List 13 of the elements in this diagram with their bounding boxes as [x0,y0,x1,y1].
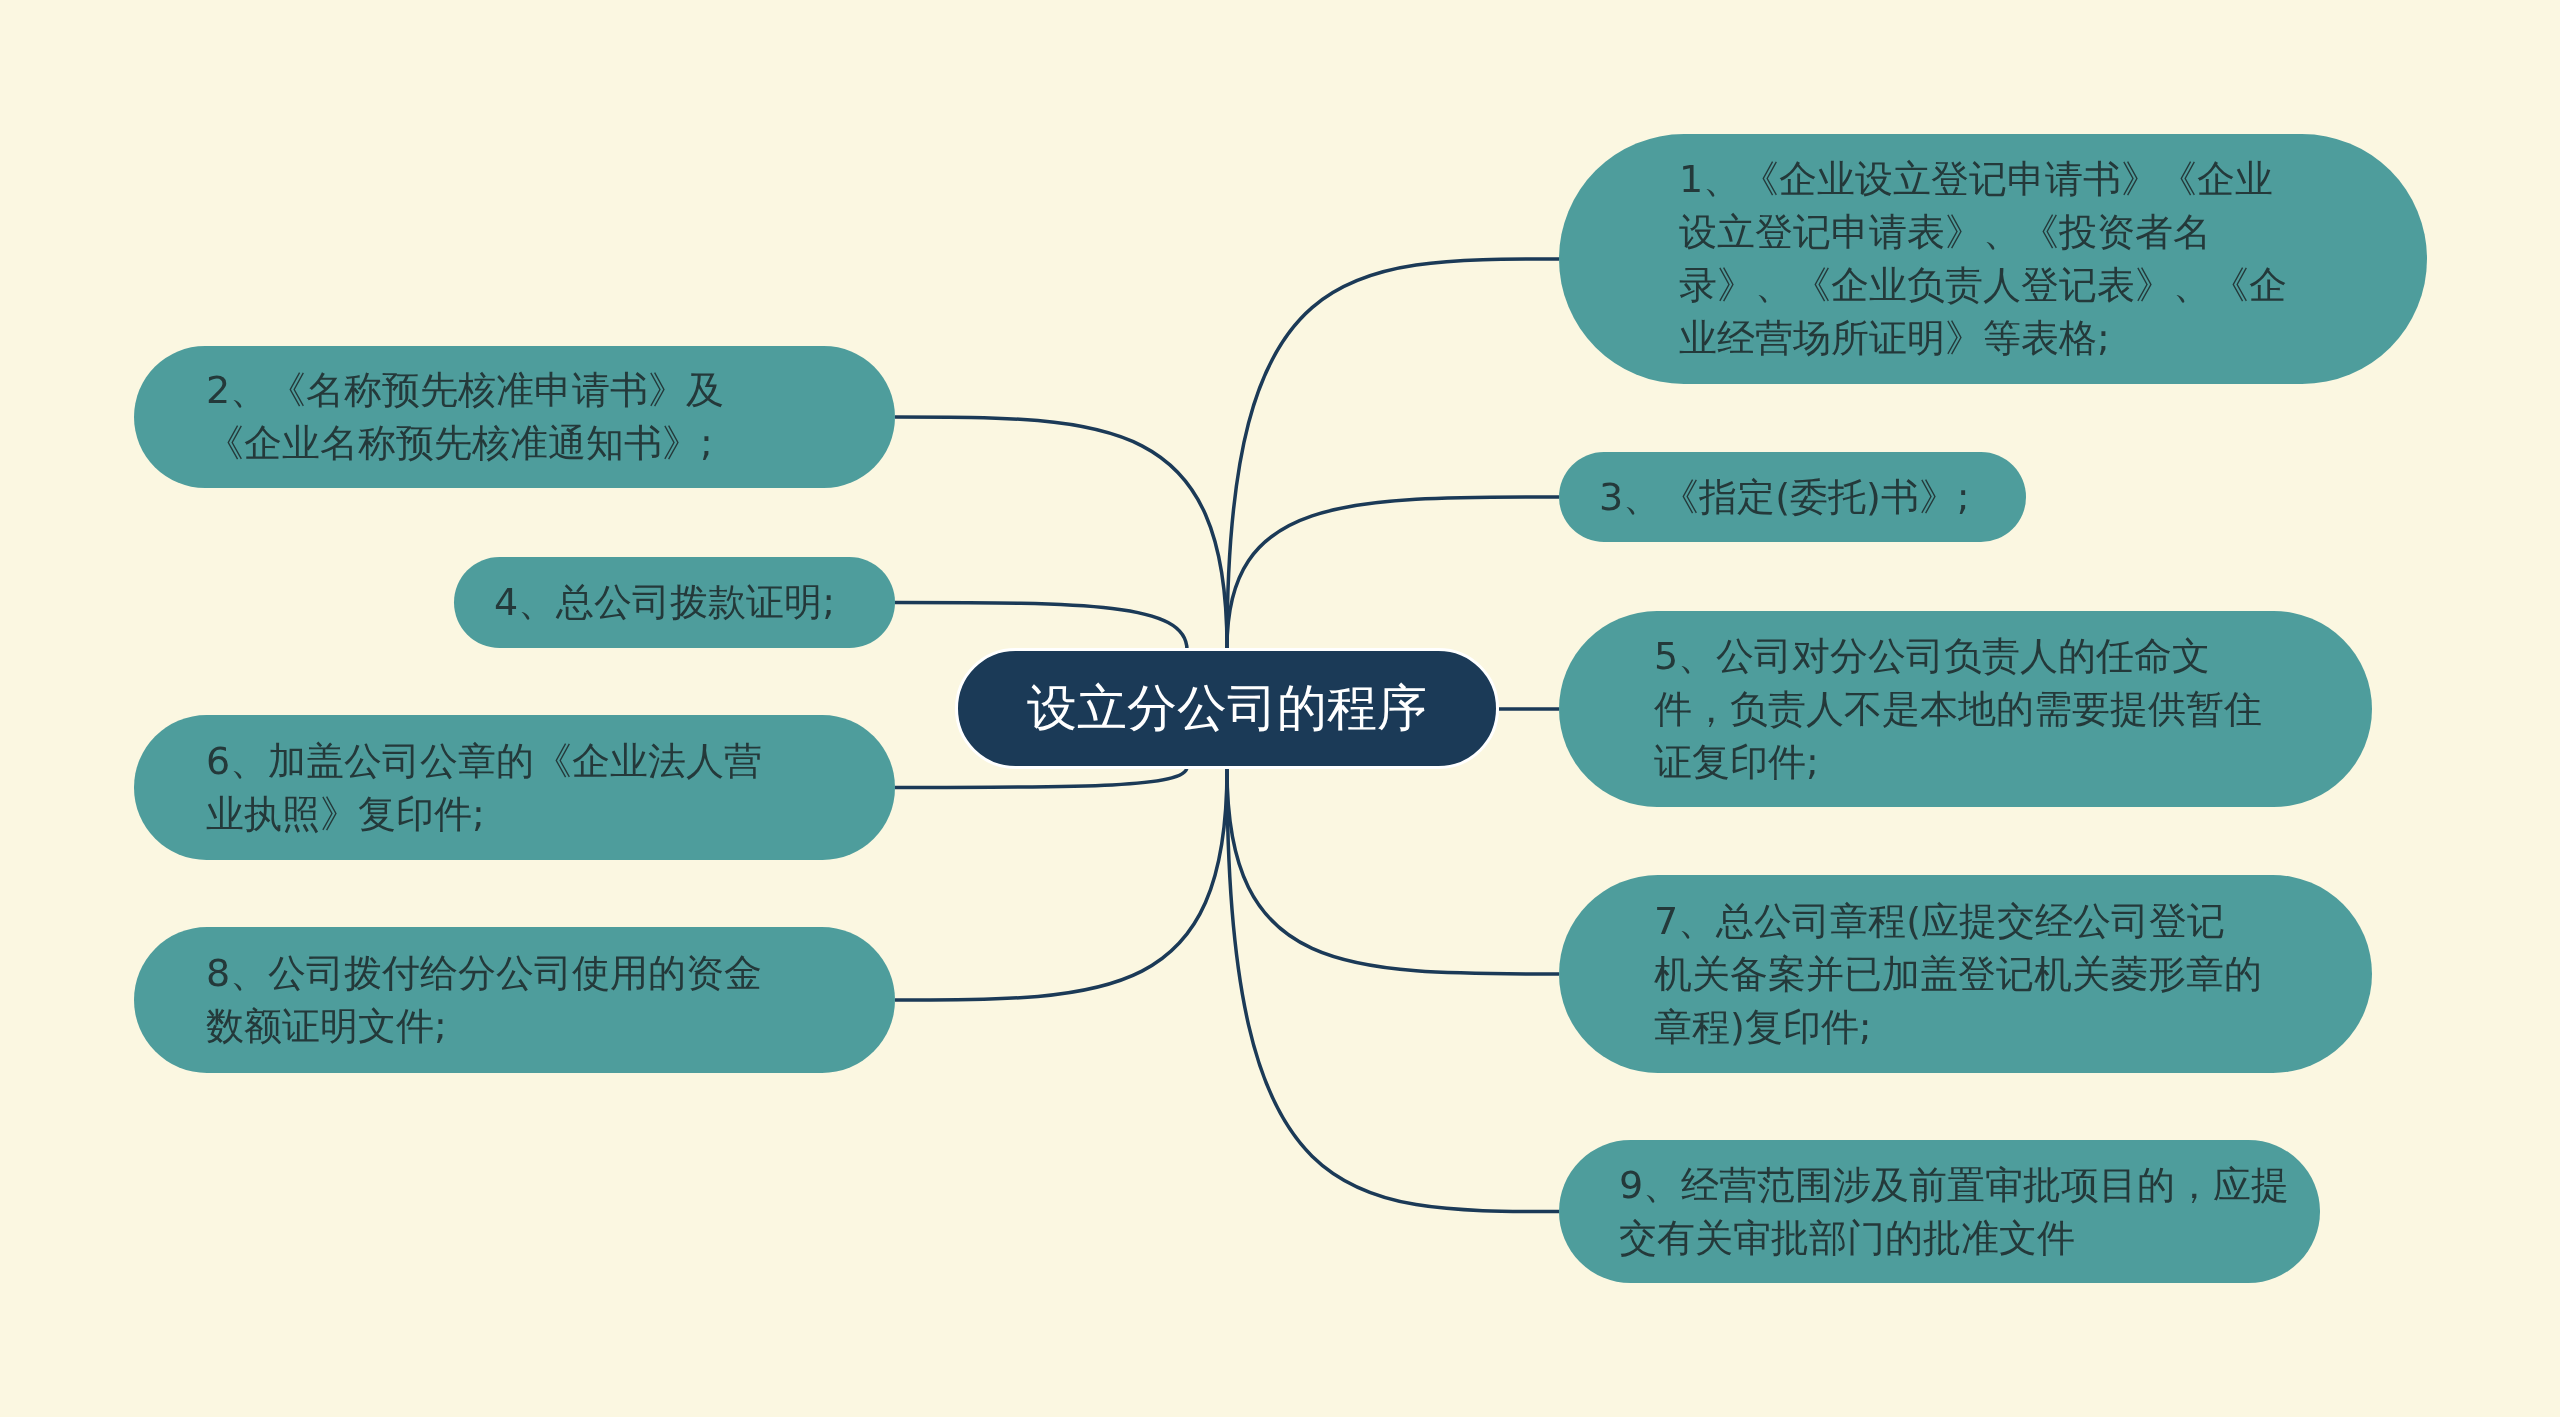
topic-box: 3、《指定(委托)书》; [1559,452,2026,542]
topic-box: 2、《名称预先核准申请书》及《企业名称预先核准通知书》; [134,346,895,488]
topic-box: 4、总公司拨款证明; [454,557,895,648]
topic-box: 6、加盖公司公章的《企业法人营业执照》复印件; [134,715,895,860]
topic-box: 8、公司拨付给分公司使用的资金数额证明文件; [134,927,895,1073]
connector-line [1225,495,1559,649]
connector-line [1225,768,1559,1214]
topic-box: 9、经营范围涉及前置审批项目的，应提交有关审批部门的批准文件 [1559,1140,2320,1283]
topic-box: 5、公司对分公司负责人的任命文件，负责人不是本地的需要提供暂住证复印件; [1559,611,2372,807]
topic-box: 7、总公司章程(应提交经公司登记机关备案并已加盖登记机关菱形章的章程)复印件; [1559,875,2372,1073]
connector-line [1499,707,1559,711]
topic-box: 1、《企业设立登记申请书》《企业设立登记申请表》、《投资者名录》、《企业负责人登记表》、《企业经营场所证明》等表格; [1559,134,2427,384]
central-topic-box: 设立分公司的程序 [955,648,1499,769]
